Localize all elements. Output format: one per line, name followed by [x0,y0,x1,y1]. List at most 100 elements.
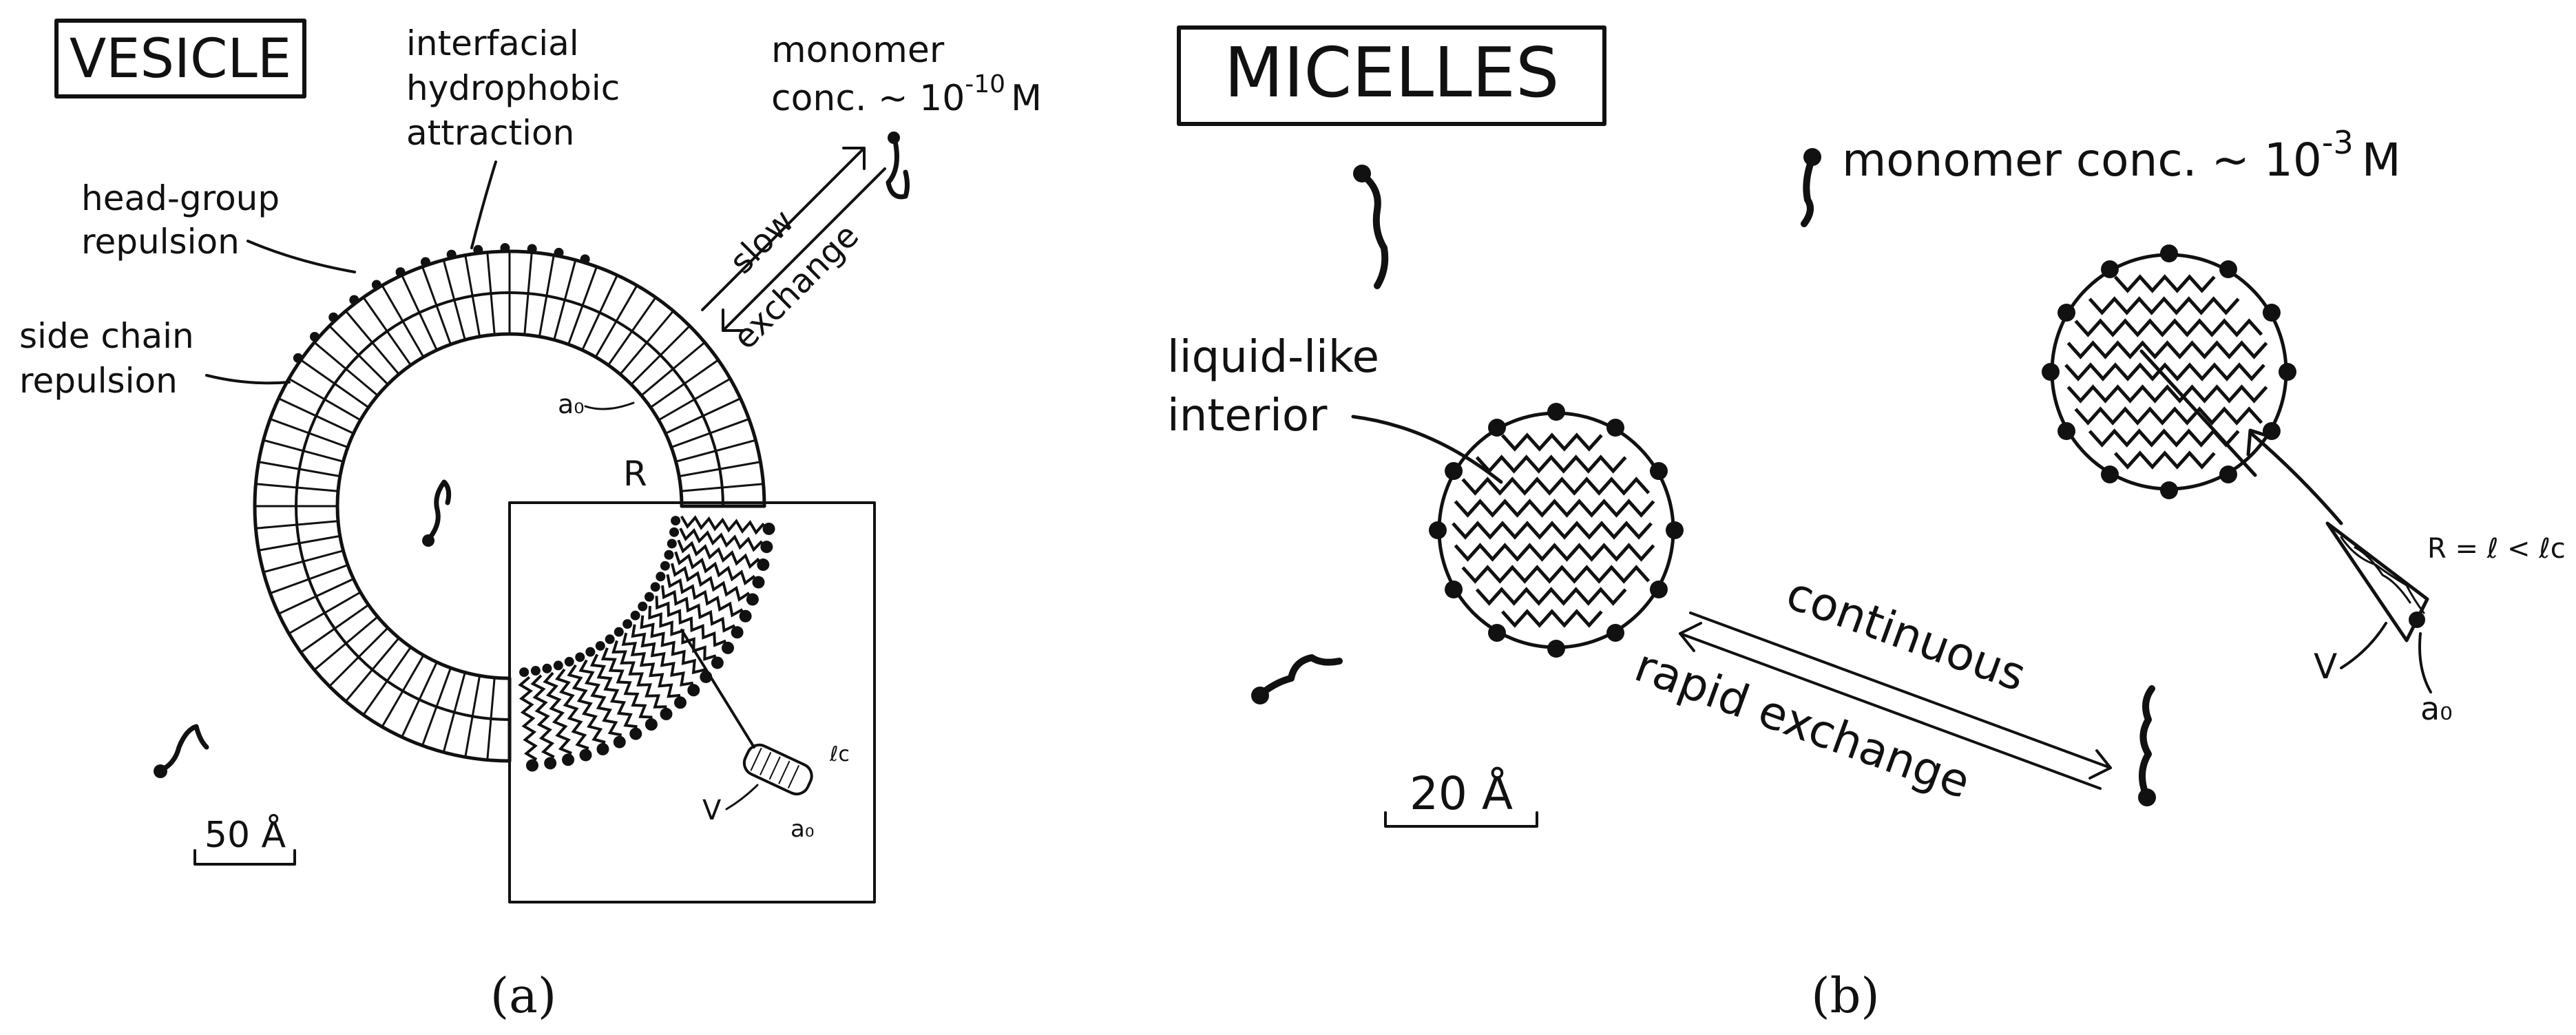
slow-exchange-arrow-out [701,147,866,311]
v-cylinder-hatch [750,747,799,788]
lipid-head [673,696,687,709]
bilayer-segment [288,377,362,421]
bilayer-segment [258,461,341,478]
bilayer-segment [269,418,348,448]
lipid-head [473,244,483,255]
free-monomer-b3 [1260,654,1343,696]
lipid-head [660,707,673,720]
liquid-pointer [1351,415,1503,484]
interfacial-pointer [470,160,497,249]
micelle-head [1488,419,1506,437]
micelle-tail [2066,384,2268,404]
micelle-head [2160,481,2178,499]
micelle-head [2057,304,2076,322]
micelle-head [1445,581,1463,598]
lipid-head [564,656,574,667]
lipid-head [579,749,592,762]
lipid-head [530,666,541,676]
lipid-tail [555,668,589,750]
bilayer-segment [676,439,756,463]
bilayer-segment [255,483,339,492]
bilayer-segment [263,550,344,574]
bilayer-segment [649,359,719,408]
lipid-head [544,757,557,770]
lipid-tail [621,632,681,698]
bilayer-segment [553,260,577,340]
free-monomer-inside-head [422,534,434,547]
rapid-exchange-arrow-2 [1689,611,2112,769]
v-cylinder [742,743,813,796]
bilayer-segment [464,675,481,757]
sidechain-label-2: repulsion [19,361,178,401]
lipid-head [605,634,615,645]
panel-a: VESICLE interfacial hydrophobic attracti… [19,19,1042,1024]
lipid-head [349,295,359,305]
lipid-head [585,647,596,657]
headgroup-pointer [247,240,356,273]
lipid-head [562,753,575,766]
micelle-tail [1454,543,1655,562]
caption-b: (b) [1811,968,1879,1024]
scale-label-a: 50 Å [205,813,286,856]
cone-hatch [2340,536,2425,614]
bilayer-segment [381,284,425,358]
monomer-conc-a-text: conc. ~ 10 [771,78,965,119]
cone-cut-line [2139,349,2257,477]
bilayer-segment [664,397,741,435]
micelle-head [1429,521,1447,539]
micelle-head [2219,260,2237,279]
lipid-head [629,727,642,740]
monomer-conc-a-exp: -10 [965,70,1005,98]
lipid-head [760,541,773,554]
v-pointer-b [2340,622,2387,669]
a0-label-micelle: a₀ [2420,690,2453,727]
free-monomer-b1 [1360,172,1389,289]
lipid-head [525,759,538,772]
free-monomer-b3-head [1251,687,1269,704]
micelle-tail [2088,296,2240,315]
lipid-head [656,572,666,582]
lipid-head [622,619,633,629]
scale-bar-a [193,849,296,866]
lipid-head [746,593,759,606]
a0-small-label: a₀ [790,815,814,843]
lipid-tail [567,664,606,744]
micelle-head [1445,462,1463,480]
micelle-head [2057,422,2076,440]
bilayer-segment [671,418,750,448]
lipid-head [644,592,654,602]
bilayer-segment [278,578,355,615]
bilayer-segment [362,297,412,366]
rapid-exchange-arrowhead-2 [2088,749,2112,780]
lipid-head [667,539,677,549]
lipid-tail [655,596,726,647]
free-monomer-b2-head [1803,148,1821,166]
lipid-head [293,353,303,363]
micelle-tail [1461,477,1651,496]
bilayer-segment [607,297,657,366]
lipid-tail [530,674,555,759]
interfacial-label-3: attraction [406,113,574,153]
lipid-tail [518,676,538,761]
rapid-exchange-arrow-1 [1679,632,2102,790]
v-label-a: V [702,795,722,826]
bilayer-segment [594,284,638,358]
bilayer-segment [619,310,674,375]
lipid-head [731,626,744,639]
sidechain-label-1: side chain [19,316,194,356]
micelle-tail [1454,499,1655,518]
lipid-tail [611,640,667,709]
lipid-head [500,243,510,253]
micelle-tail [2113,274,2216,293]
bilayer-segment [300,604,370,654]
micelle-tail [1475,454,1627,474]
monomer-label-a: monomer [771,30,945,71]
lipid-tail [666,574,744,618]
lipid-head [309,331,320,342]
lipid-head [671,516,681,526]
lipid-head [645,718,658,731]
escaping-monomer [886,138,910,200]
lipid-head [596,742,609,755]
scale-bar-b [1384,811,1538,828]
